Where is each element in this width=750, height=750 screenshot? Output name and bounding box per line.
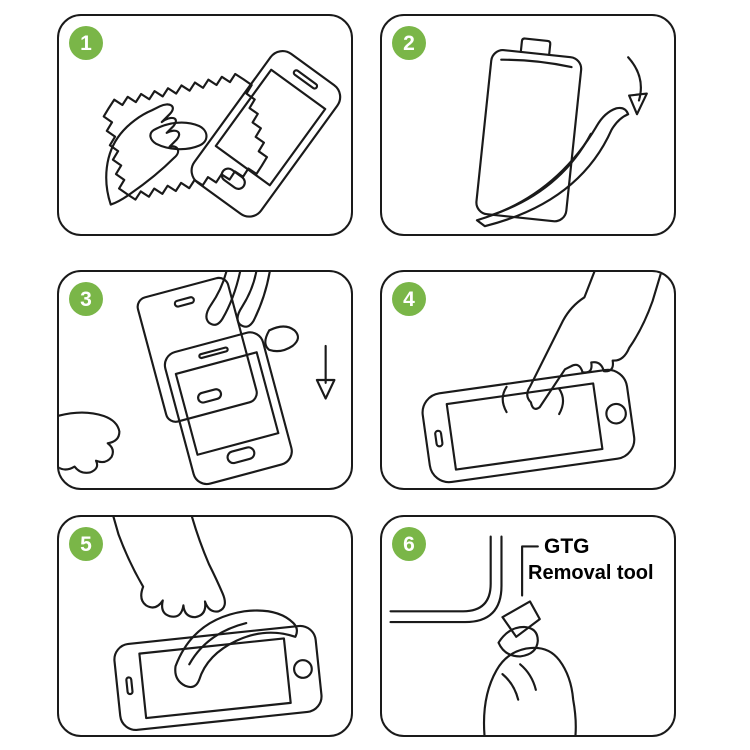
step-2-badge: 2 — [392, 26, 426, 60]
pressing-hand-icon — [526, 272, 663, 410]
peeling-film-icon — [475, 106, 630, 228]
step-1-badge: 1 — [69, 26, 103, 60]
wipe-phone-with-cloth-icon — [102, 50, 342, 218]
wiping-hand-icon — [112, 517, 226, 619]
cleaning-cloth-icon — [102, 72, 269, 201]
hand-icon — [482, 646, 577, 735]
place-down-arrow-icon — [315, 344, 336, 400]
step-panel-6: 6 GTG Removal tool — [380, 515, 676, 737]
glass-protector-icon — [136, 276, 258, 423]
step-6-badge: 6 — [392, 527, 426, 561]
peel-direction-arrow-icon — [627, 56, 648, 116]
peel-protective-film-icon — [475, 37, 648, 228]
step-panel-1: 1 — [57, 14, 353, 236]
step-4-badge: 4 — [392, 282, 426, 316]
gtg-label: GTG — [544, 535, 590, 558]
screen-protector-icon — [475, 37, 583, 223]
phone-icon — [113, 624, 323, 731]
press-screen-center-icon — [421, 272, 663, 484]
step-3-badge: 3 — [69, 282, 103, 316]
pry-corner-with-removal-tool-icon — [389, 535, 577, 735]
polishing-cloth-icon — [174, 609, 298, 689]
hand-icon — [105, 103, 208, 206]
align-protector-over-phone-icon — [59, 272, 336, 486]
right-hand-fingers-icon — [205, 272, 299, 353]
annotation-leader-line — [521, 545, 539, 597]
phone-icon — [190, 50, 342, 218]
step-panel-5: 5 — [57, 515, 353, 737]
phone-icon — [421, 368, 636, 484]
left-hand-icon — [59, 411, 121, 474]
step-panel-3: 3 — [57, 270, 353, 490]
phone-corner-icon — [389, 535, 503, 624]
smooth-with-cloth-icon — [112, 517, 323, 731]
step-panel-2: 2 — [380, 14, 676, 236]
removal-tool-label: Removal tool — [528, 562, 654, 584]
removal-tool-icon — [497, 600, 541, 658]
touch-ripple-icon — [501, 385, 565, 416]
step-5-badge: 5 — [69, 527, 103, 561]
step-panel-4: 4 — [380, 270, 676, 490]
